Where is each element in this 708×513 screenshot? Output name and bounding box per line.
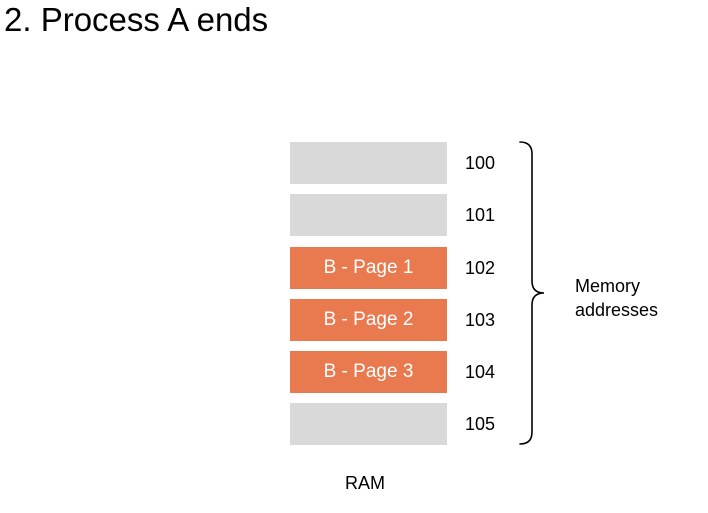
memory-addresses-label-line1: Memory — [575, 276, 641, 296]
ram-label: RAM — [345, 473, 385, 493]
address-102: 102 — [465, 258, 496, 278]
address-103: 103 — [465, 310, 496, 330]
address-101: 101 — [465, 205, 496, 225]
address-105: 105 — [465, 414, 496, 434]
memory-slot-102: B - Page 1 — [290, 247, 447, 289]
memory-slot-100 — [290, 142, 447, 184]
memory-slot-104: B - Page 3 — [290, 351, 447, 393]
curly-brace-icon — [519, 141, 545, 445]
address-100: 100 — [465, 153, 496, 173]
address-104: 104 — [465, 362, 496, 382]
memory-slot-101 — [290, 194, 447, 236]
memory-addresses-label: Memory addresses — [575, 274, 658, 322]
memory-slot-103: B - Page 2 — [290, 299, 447, 341]
memory-addresses-label-line2: addresses — [575, 300, 659, 320]
memory-slot-105 — [290, 403, 447, 445]
slide-title: 2. Process A ends — [4, 1, 269, 38]
